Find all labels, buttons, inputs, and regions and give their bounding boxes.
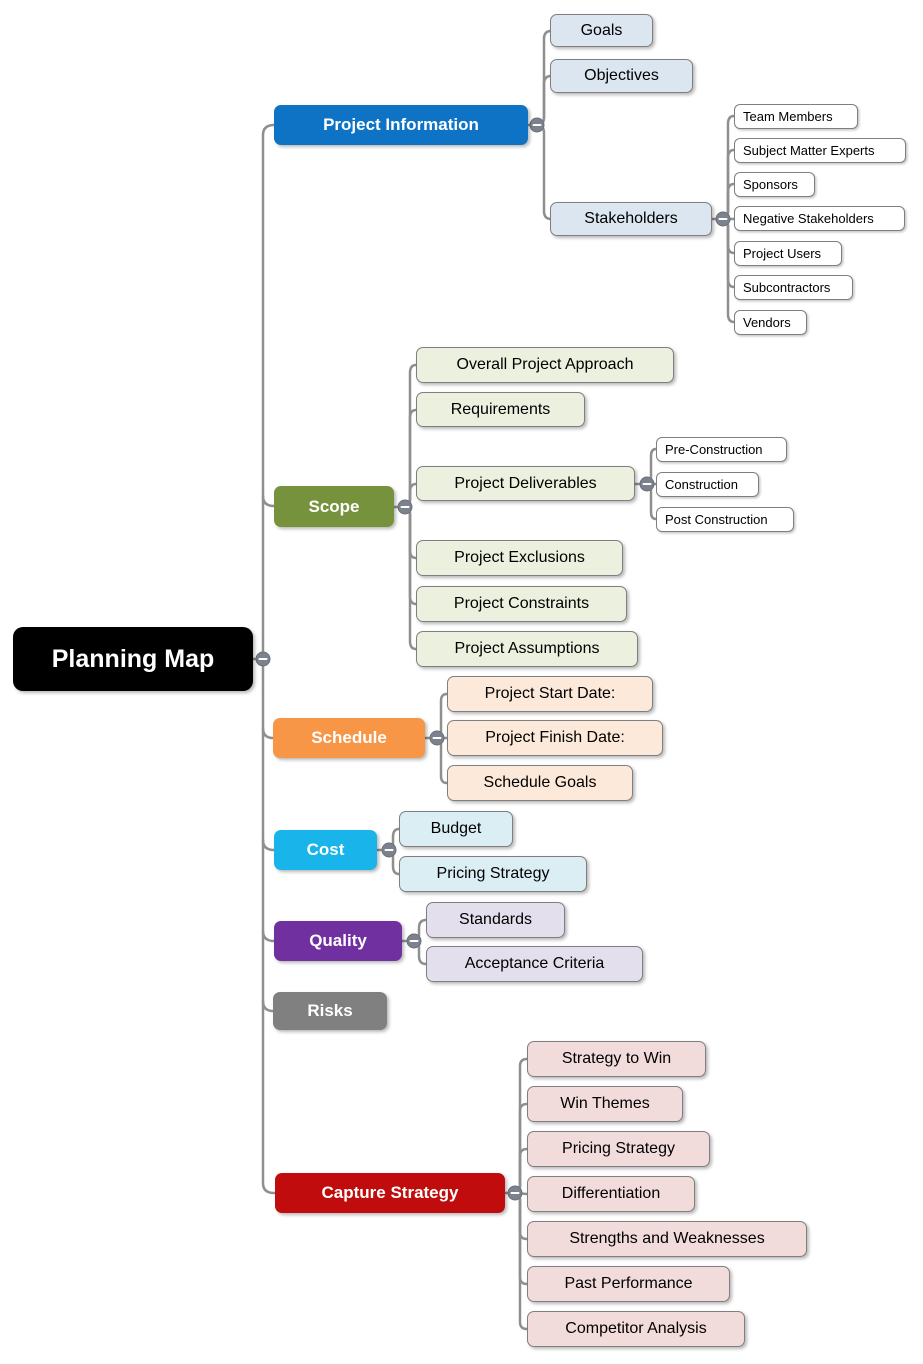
node-project-exclusions[interactable]: Project Exclusions — [416, 540, 623, 576]
node-overall-project-approach[interactable]: Overall Project Approach — [416, 347, 674, 383]
node-pricing-strategy-capture[interactable]: Pricing Strategy — [527, 1131, 710, 1167]
node-project-constraints[interactable]: Project Constraints — [416, 586, 627, 622]
branch-scope[interactable]: Scope — [274, 486, 394, 527]
node-subcontractors[interactable]: Subcontractors — [734, 275, 853, 300]
collapse-control-project-deliverables[interactable] — [639, 476, 655, 492]
edge-risks — [261, 999, 275, 1013]
node-construction[interactable]: Construction — [656, 472, 759, 497]
edge-quality — [261, 929, 276, 943]
node-goals[interactable]: Goals — [550, 14, 653, 47]
node-standards[interactable]: Standards — [426, 902, 565, 938]
collapse-control-scope[interactable] — [397, 499, 413, 515]
branch-risks[interactable]: Risks — [273, 992, 387, 1030]
node-project-assumptions[interactable]: Project Assumptions — [416, 631, 638, 667]
node-acceptance-criteria[interactable]: Acceptance Criteria — [426, 946, 643, 982]
node-subject-matter-experts[interactable]: Subject Matter Experts — [734, 138, 906, 163]
node-post-construction[interactable]: Post Construction — [656, 507, 794, 532]
node-objectives[interactable]: Objectives — [550, 59, 693, 93]
edge-schedule — [261, 726, 275, 740]
node-negative-stakeholders[interactable]: Negative Stakeholders — [734, 206, 905, 231]
node-project-start-date[interactable]: Project Start Date: — [447, 676, 653, 712]
collapse-control-project-information[interactable] — [529, 117, 545, 133]
branch-capture-strategy[interactable]: Capture Strategy — [275, 1173, 505, 1213]
node-pre-construction[interactable]: Pre-Construction — [656, 437, 787, 462]
branch-schedule[interactable]: Schedule — [273, 718, 425, 758]
node-requirements[interactable]: Requirements — [416, 392, 585, 427]
node-win-themes[interactable]: Win Themes — [527, 1086, 683, 1122]
node-sponsors[interactable]: Sponsors — [734, 172, 815, 197]
collapse-control-schedule[interactable] — [429, 730, 445, 746]
node-vendors[interactable]: Vendors — [734, 310, 807, 335]
node-competitor-analysis[interactable]: Competitor Analysis — [527, 1311, 745, 1347]
branch-cost[interactable]: Cost — [274, 830, 377, 870]
node-pricing-strategy-cost[interactable]: Pricing Strategy — [399, 856, 587, 892]
node-schedule-goals[interactable]: Schedule Goals — [447, 765, 633, 801]
node-differentiation[interactable]: Differentiation — [527, 1176, 695, 1212]
node-budget[interactable]: Budget — [399, 811, 513, 847]
edge-scope — [261, 494, 276, 508]
collapse-control-quality[interactable] — [406, 933, 422, 949]
edge-cost — [261, 838, 276, 852]
node-planning-map[interactable]: Planning Map — [13, 627, 253, 691]
node-team-members[interactable]: Team Members — [734, 104, 858, 129]
node-stakeholders[interactable]: Stakeholders — [550, 202, 712, 236]
collapse-control-capture-strategy[interactable] — [507, 1185, 523, 1201]
node-project-deliverables[interactable]: Project Deliverables — [416, 466, 635, 501]
node-project-finish-date[interactable]: Project Finish Date: — [447, 720, 663, 756]
branch-quality[interactable]: Quality — [274, 921, 402, 961]
node-project-users[interactable]: Project Users — [734, 241, 842, 266]
collapse-control-root[interactable] — [255, 651, 271, 667]
collapse-control-stakeholders[interactable] — [715, 211, 731, 227]
collapse-control-cost[interactable] — [381, 842, 397, 858]
node-past-performance[interactable]: Past Performance — [527, 1266, 730, 1302]
node-strengths-and-weaknesses[interactable]: Strengths and Weaknesses — [527, 1221, 807, 1257]
node-strategy-to-win[interactable]: Strategy to Win — [527, 1041, 706, 1077]
branch-project-information[interactable]: Project Information — [274, 105, 528, 145]
